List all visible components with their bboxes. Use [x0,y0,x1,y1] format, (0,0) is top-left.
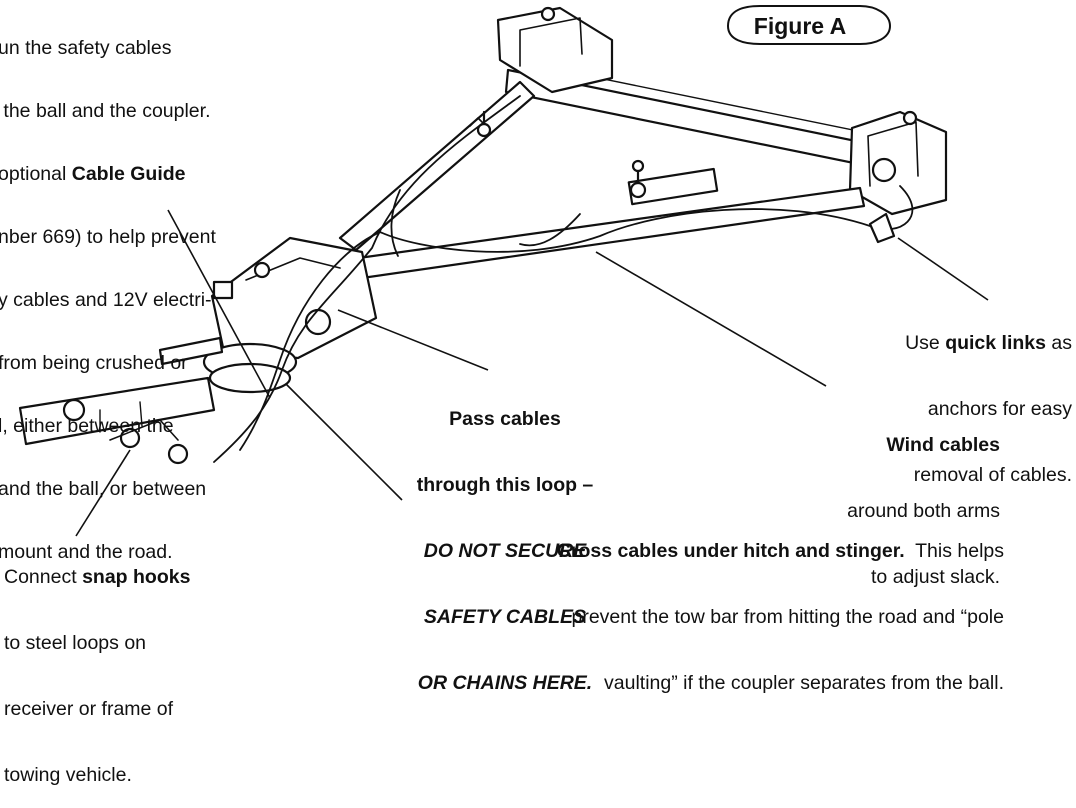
intro-line-9: mount and the road. [0,541,173,563]
intro-line-1: un the safety cables [0,37,172,59]
intro-line-3: optional Cable Guide [0,163,186,185]
figure-label-text: Figure A [753,13,847,39]
cross-cables-callout: Cross cables under hitch and stinger. Th… [556,540,1004,694]
tow-bar-illustration [18,5,989,537]
leader-intro [167,209,271,399]
safety-cable-2 [213,95,521,463]
intro-line-6: from being crushed or [0,352,188,374]
intro-line-8: and the ball, or between [0,478,207,500]
figure-label: Figure A [712,6,888,46]
leader-wind-cables [595,251,827,387]
wind-cables-callout: Wind cables around both arms to adjust s… [847,434,1000,588]
leader-cross-cables [285,383,403,501]
intro-line-5: y cables and 12V electri- [0,289,212,311]
leader-quick-links [897,237,989,301]
leader-snap-hooks [75,449,131,537]
cable-guide-term: Cable Guide [71,163,186,185]
intro-text: un the safety cables the ball and the co… [0,0,216,584]
quick-link [868,212,896,244]
coupler-head [210,236,378,360]
quick-links-callout: Use quick links as anchors for easy remo… [905,332,1072,486]
leader-pass-cables [337,309,489,371]
intro-line-2: the ball and the coupler. [0,100,211,122]
stinger [18,376,216,446]
figure-label-oval [726,5,892,45]
intro-line-7: l, either between the [0,415,174,437]
snap-hooks-callout: Connect snap hooks to steel loops on rec… [4,566,191,786]
intro-line-4: nber 669) to help prevent [0,226,216,248]
